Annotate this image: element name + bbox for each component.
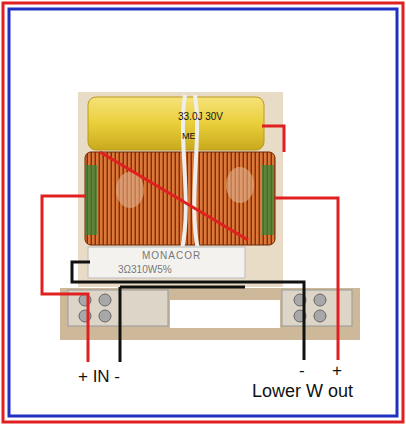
red-wire — [262, 126, 284, 152]
terminal-strip — [282, 290, 352, 326]
screw — [99, 310, 111, 322]
coil-glue — [262, 165, 274, 235]
black-wire — [120, 286, 245, 289]
outer-border — [3, 3, 403, 422]
red-wire — [42, 196, 88, 362]
resistor-value: 3Ω310W5% — [118, 264, 172, 275]
black-wire — [72, 262, 304, 360]
glue-blob — [226, 167, 254, 203]
screw — [314, 310, 326, 322]
screw — [314, 294, 326, 306]
board-edge — [60, 288, 360, 340]
screw — [99, 294, 111, 306]
capacitor — [88, 97, 264, 150]
output-plus-label: + — [332, 362, 342, 381]
capacitor-marking: ME — [182, 132, 196, 142]
coil-glue — [85, 165, 97, 235]
capacitor-marking: 33.0J 30V — [178, 111, 223, 122]
output-minus-label: - — [299, 362, 305, 381]
resistor — [88, 247, 245, 278]
inductor-coil — [85, 152, 275, 245]
input-terminal-label: + IN - — [78, 368, 120, 387]
board — [78, 92, 283, 287]
black-wire — [119, 287, 122, 362]
cutout — [170, 300, 280, 328]
output-label: Lower W out — [252, 382, 353, 402]
resistor-brand: MONACOR — [142, 250, 201, 261]
red-wire — [275, 198, 338, 360]
red-cross-line — [100, 152, 248, 240]
inner-border — [9, 9, 397, 416]
